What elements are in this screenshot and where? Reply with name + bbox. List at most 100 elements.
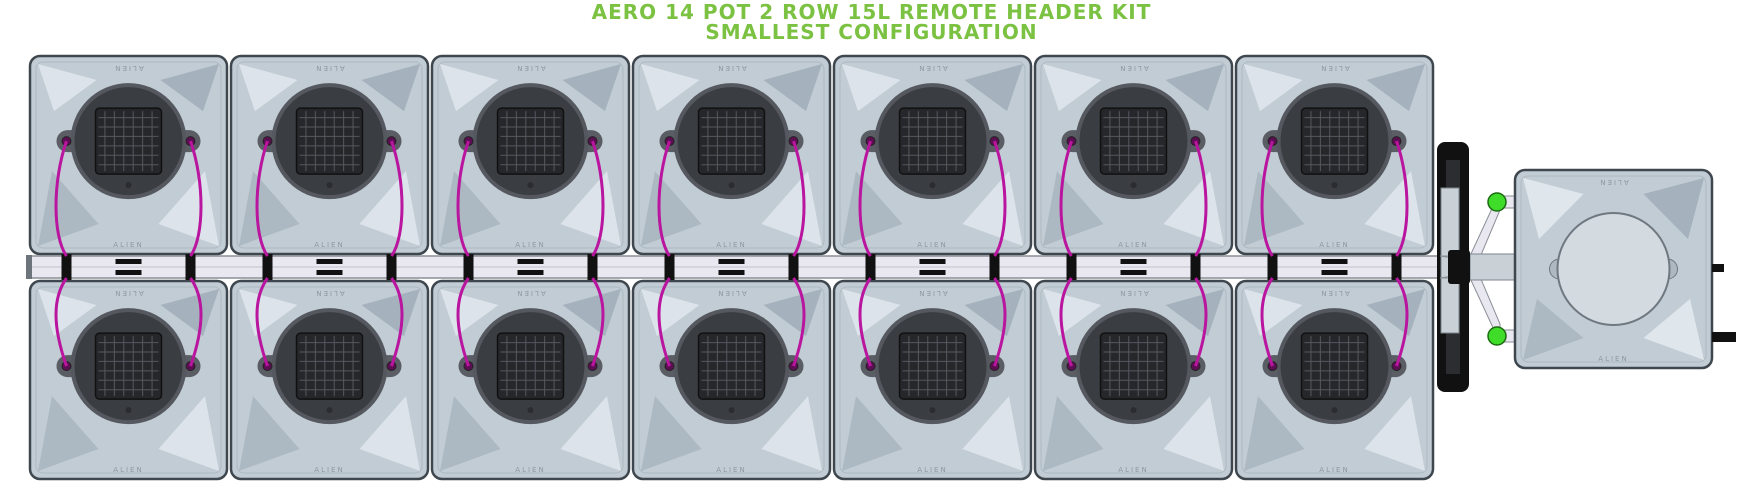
header-facet bbox=[1643, 178, 1704, 239]
header-facet bbox=[1523, 299, 1584, 360]
lid-notch bbox=[1331, 407, 1338, 414]
brand-mark-bottom: ALIEN bbox=[113, 241, 143, 249]
lid-notch bbox=[1331, 182, 1338, 189]
tee-connector bbox=[1267, 254, 1278, 280]
lid-notch bbox=[527, 407, 534, 414]
brand-mark-bottom: ALIEN bbox=[1598, 355, 1628, 363]
brand-mark-top: ALIEN bbox=[1118, 64, 1148, 72]
hose-upper bbox=[1260, 140, 1274, 257]
net-basket bbox=[1300, 107, 1369, 175]
brand-mark-top: ALIEN bbox=[1598, 178, 1628, 186]
pot-facet bbox=[1244, 396, 1305, 471]
header-pipe-center bbox=[1469, 253, 1521, 281]
hose-upper bbox=[255, 140, 269, 257]
manifold-clip bbox=[316, 259, 343, 264]
net-basket bbox=[898, 107, 967, 175]
pot-facet bbox=[440, 396, 501, 471]
brand-mark-bottom: ALIEN bbox=[1118, 466, 1148, 474]
lid-notch bbox=[929, 407, 936, 414]
pot-rim bbox=[437, 286, 624, 474]
hose-upper bbox=[591, 140, 605, 257]
brand-mark-bottom: ALIEN bbox=[917, 241, 947, 249]
pot-facet bbox=[440, 64, 499, 112]
pot-facet bbox=[1364, 396, 1425, 471]
pot-facet bbox=[361, 289, 420, 337]
lid-notch bbox=[1130, 407, 1137, 414]
pot-facet bbox=[158, 396, 219, 471]
pot-facet bbox=[761, 396, 822, 471]
header-facet bbox=[1523, 178, 1584, 239]
hose-lower bbox=[792, 277, 806, 367]
brand-mark-top: ALIEN bbox=[314, 289, 344, 297]
remote-header-tank: ALIEN ALIEN bbox=[1437, 142, 1736, 392]
manifold-clip bbox=[115, 259, 142, 264]
manifold-clip bbox=[718, 270, 745, 275]
pot-rim bbox=[1241, 61, 1428, 249]
pot-facet bbox=[842, 289, 901, 337]
green-fitting bbox=[1487, 192, 1507, 212]
tee-connector bbox=[865, 254, 876, 280]
pot-rim bbox=[1040, 286, 1227, 474]
manifold-clip bbox=[115, 270, 142, 275]
pot-facet bbox=[1165, 289, 1224, 337]
net-basket bbox=[697, 332, 766, 400]
pot-facet bbox=[1244, 64, 1303, 112]
pot-facet bbox=[38, 396, 99, 471]
pot: ALIEN ALIEN bbox=[1033, 279, 1234, 481]
pot-rim bbox=[35, 61, 222, 249]
brand-mark-top: ALIEN bbox=[1118, 289, 1148, 297]
pot-facet bbox=[1366, 64, 1425, 112]
brand-mark-top: ALIEN bbox=[1319, 289, 1349, 297]
pot-rim bbox=[638, 286, 825, 474]
hose-lower bbox=[1194, 277, 1208, 367]
brand-mark-top: ALIEN bbox=[1319, 64, 1349, 72]
pot-rim bbox=[1241, 286, 1428, 474]
tank-drain bbox=[1712, 332, 1736, 342]
hose-upper bbox=[993, 140, 1007, 257]
pot-facet bbox=[1043, 64, 1102, 112]
pot-rim bbox=[839, 61, 1026, 249]
diagram-title: AERO 14 POT 2 ROW 15L REMOTE HEADER KIT bbox=[591, 0, 1152, 24]
tee-connector bbox=[788, 254, 799, 280]
title-block: AERO 14 POT 2 ROW 15L REMOTE HEADER KIT … bbox=[0, 0, 1743, 42]
tee-connector bbox=[386, 254, 397, 280]
hose-loops bbox=[54, 140, 1409, 367]
manifold-clip bbox=[718, 259, 745, 264]
brand-mark-bottom: ALIEN bbox=[515, 241, 545, 249]
brand-mark-top: ALIEN bbox=[716, 289, 746, 297]
pot-rim bbox=[236, 61, 423, 249]
pot-facet bbox=[641, 171, 702, 246]
pot-rim bbox=[236, 286, 423, 474]
brand-mark-bottom: ALIEN bbox=[1319, 241, 1349, 249]
pot-grid: ALIEN ALIEN ALIEN ALIEN ALIEN ALIEN ALIEN ALIEN… bbox=[28, 54, 1435, 481]
pot-facet bbox=[1165, 64, 1224, 112]
pot: ALIEN ALIEN bbox=[1234, 54, 1435, 256]
manifold-clip bbox=[1321, 259, 1348, 264]
hose-lower bbox=[993, 277, 1007, 367]
manifold-clip bbox=[1120, 259, 1147, 264]
lid-notch bbox=[728, 407, 735, 414]
pot-facet bbox=[1043, 289, 1102, 337]
pot-facet bbox=[962, 396, 1023, 471]
hose-lower bbox=[657, 277, 671, 367]
pot-facet bbox=[1364, 171, 1425, 246]
header-union bbox=[1448, 250, 1470, 284]
tank-outlet bbox=[1712, 264, 1724, 272]
pot-facet bbox=[158, 171, 219, 246]
pot-facet bbox=[562, 64, 621, 112]
pot-facet bbox=[38, 64, 97, 112]
manifold-clip bbox=[919, 259, 946, 264]
pot-facet bbox=[842, 171, 903, 246]
pot-facet bbox=[763, 289, 822, 337]
manifold-clip bbox=[517, 259, 544, 264]
pot-facet bbox=[964, 289, 1023, 337]
tee-connector bbox=[989, 254, 1000, 280]
pot-facet bbox=[641, 396, 702, 471]
brand-mark-bottom: ALIEN bbox=[314, 466, 344, 474]
lid-notch bbox=[125, 407, 132, 414]
brand-mark-bottom: ALIEN bbox=[113, 466, 143, 474]
